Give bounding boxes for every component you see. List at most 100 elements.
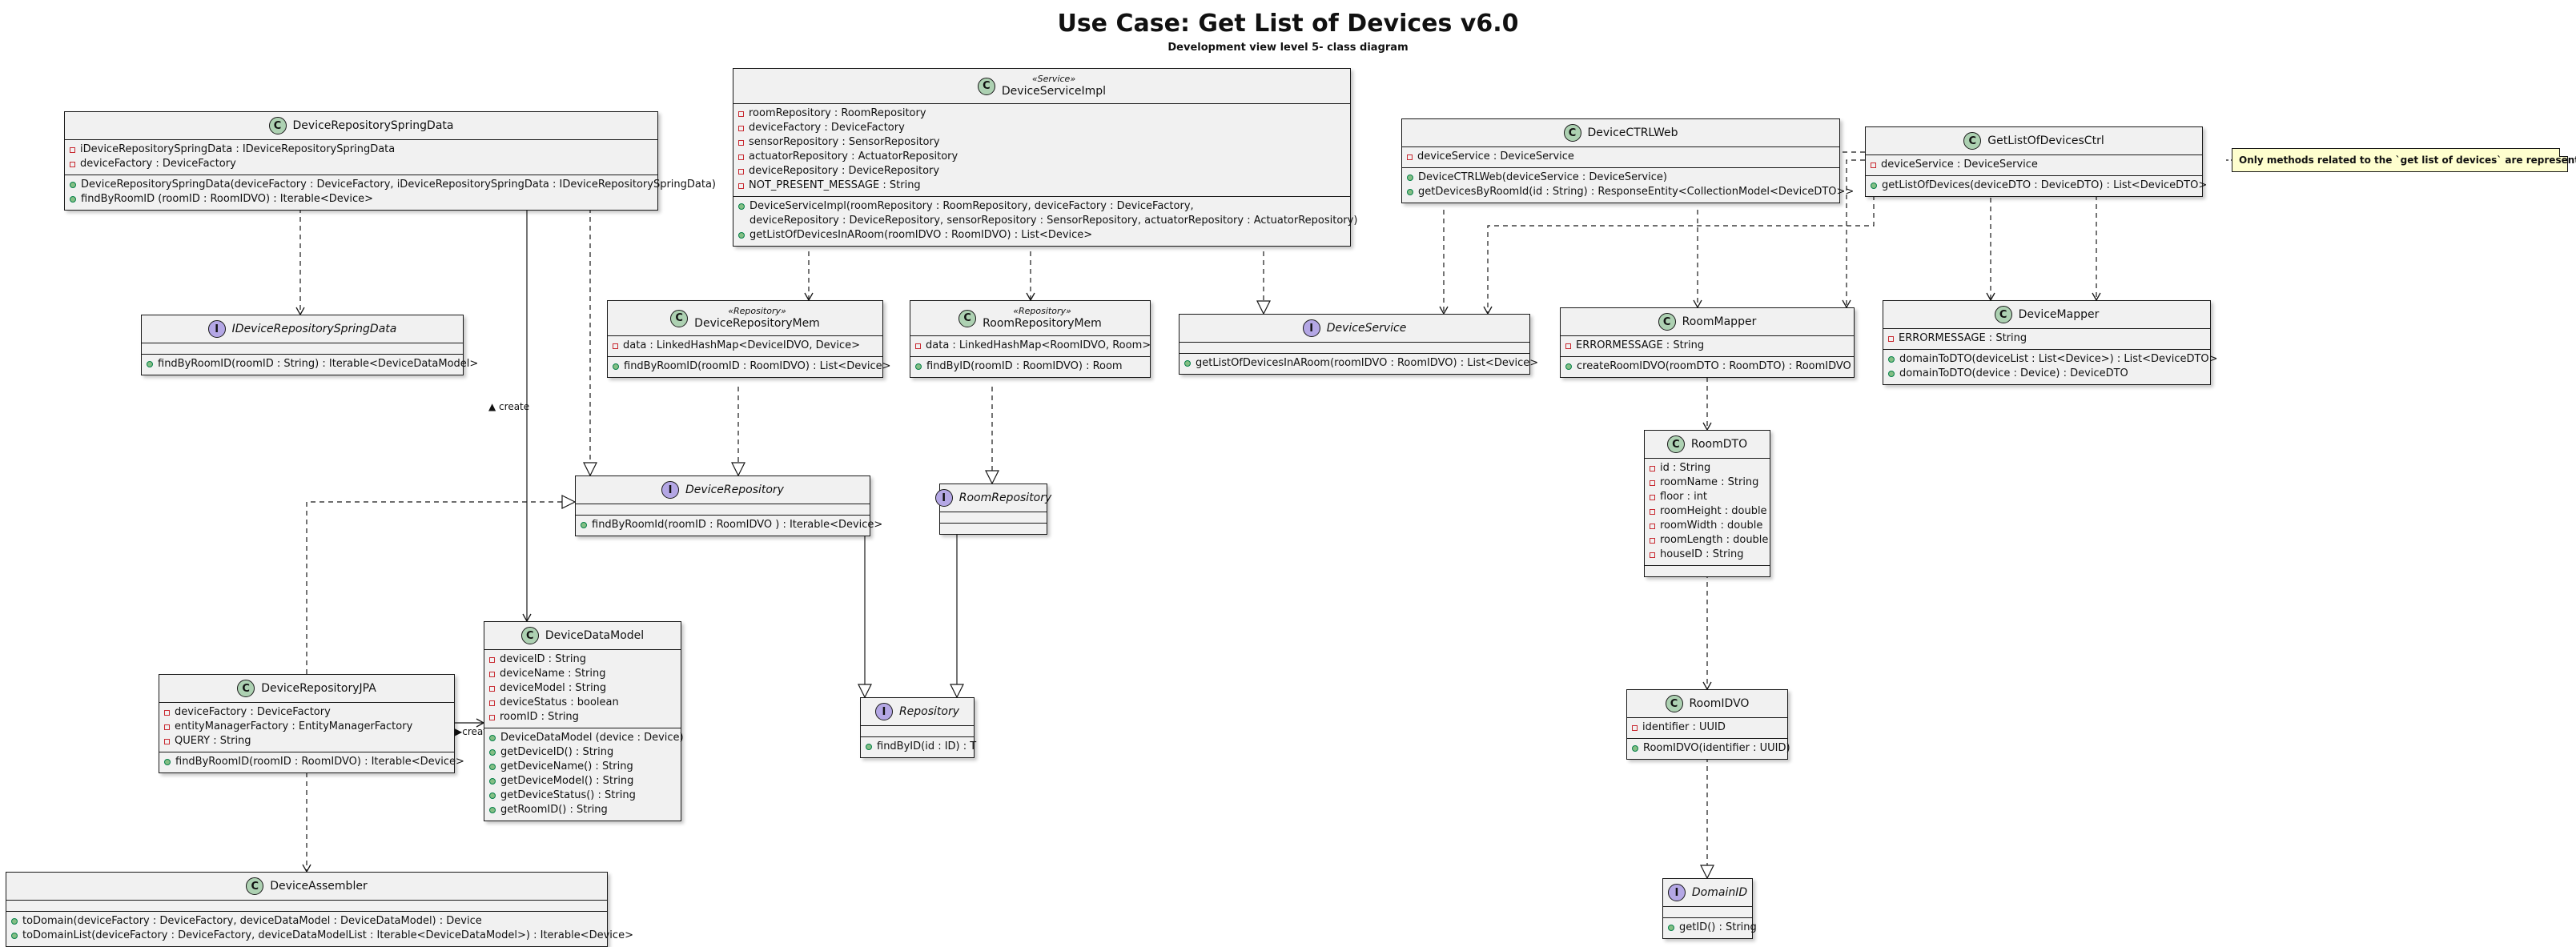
- public-visibility-icon: [915, 363, 922, 370]
- field-row: roomName : String: [1650, 476, 1765, 490]
- class-header: C RoomMapper: [1561, 308, 1854, 335]
- class-name: DeviceAssembler: [270, 880, 368, 893]
- public-visibility-icon: [581, 522, 587, 528]
- private-visibility-icon: [164, 709, 170, 716]
- private-visibility-icon: [1650, 552, 1655, 558]
- private-visibility-icon: [489, 714, 495, 720]
- method-row: findByRoomID (roomID : RoomIDVO) : Itera…: [70, 192, 653, 207]
- private-visibility-icon: [489, 656, 495, 663]
- public-visibility-icon: [489, 778, 496, 784]
- private-visibility-icon: [70, 146, 75, 153]
- method-text: findByRoomID (roomID : RoomIDVO) : Itera…: [81, 193, 374, 205]
- field-row: roomLength : double: [1650, 533, 1768, 548]
- methods-section: getID() : String: [1663, 917, 1757, 938]
- private-visibility-icon: [1650, 508, 1655, 515]
- field-row: floor : int: [1650, 490, 1765, 504]
- class-icon: C: [1994, 306, 2012, 323]
- class-icon: C: [1563, 124, 1581, 142]
- private-visibility-icon: [1650, 465, 1655, 471]
- methods-section: findByID(roomID : RoomIDVO) : Room: [910, 356, 1150, 377]
- methods-section: getListOfDevicesInARoom(roomIDVO : RoomI…: [1179, 353, 1538, 374]
- edge-ctrlweb-to-devicemapper: [1834, 151, 1995, 302]
- method-row: DeviceCTRLWeb(deviceService : DeviceServ…: [1407, 171, 1835, 185]
- public-visibility-icon: [11, 918, 18, 925]
- class-icon: C: [237, 680, 255, 697]
- method-text: DeviceRepositorySpringData(deviceFactory…: [81, 179, 717, 191]
- class-icon: C: [977, 77, 995, 95]
- method-row: findByRoomID(roomID : String) : Iterable…: [147, 357, 478, 371]
- public-visibility-icon: [1565, 363, 1572, 370]
- field-row: deviceService : DeviceService: [1407, 150, 1835, 164]
- method-text: getDeviceStatus() : String: [500, 789, 636, 801]
- private-visibility-icon: [1650, 523, 1655, 529]
- methods-section: [1645, 565, 1770, 576]
- public-visibility-icon: [1407, 189, 1413, 195]
- class-icon: C: [670, 309, 689, 327]
- method-row: DeviceDataModel (device : Device): [489, 731, 684, 745]
- methods-section: toDomain(deviceFactory : DeviceFactory, …: [6, 911, 633, 946]
- field-row: deviceID : String: [489, 652, 676, 667]
- fields-section: [1663, 906, 1752, 917]
- class-name: DeviceService: [1326, 322, 1407, 335]
- private-visibility-icon: [738, 183, 744, 189]
- private-visibility-icon: [164, 738, 170, 744]
- fields-section: identifier : UUID: [1627, 717, 1787, 738]
- class-stereotype: «Repository»: [1013, 306, 1071, 316]
- method-text: toDomainList(deviceFactory : DeviceFacto…: [22, 929, 633, 941]
- field-text: deviceService : DeviceService: [1417, 150, 1574, 163]
- field-row: roomID : String: [489, 710, 676, 724]
- class-icon: C: [1658, 313, 1676, 331]
- field-text: deviceStatus : boolean: [500, 696, 619, 708]
- class-name: RoomMapper: [1682, 315, 1757, 328]
- field-text: id : String: [1660, 462, 1711, 474]
- private-visibility-icon: [738, 110, 744, 117]
- fields-section: [940, 512, 1047, 523]
- field-text: roomWidth : double: [1660, 520, 1763, 532]
- private-visibility-icon: [489, 685, 495, 692]
- method-row: toDomainList(deviceFactory : DeviceFacto…: [11, 929, 633, 943]
- class-name: GetListOfDevicesCtrl: [1987, 134, 2104, 147]
- private-visibility-icon: [613, 343, 618, 349]
- field-row: deviceService : DeviceService: [1871, 158, 2197, 172]
- field-row: identifier : UUID: [1632, 720, 1782, 735]
- method-text: getDeviceID() : String: [500, 746, 614, 758]
- fields-section: data : LinkedHashMap<RoomIDVO, Room>: [910, 335, 1151, 356]
- private-visibility-icon: [738, 125, 744, 131]
- diagram-note: Only methods related to the `get list of…: [2232, 148, 2576, 172]
- class-name: DeviceRepository: [685, 484, 784, 496]
- public-visibility-icon: [738, 232, 745, 239]
- method-text: findByRoomID(roomID : String) : Iterable…: [158, 358, 479, 370]
- method-text: domainToDTO(deviceList : List<Device>) :…: [1899, 353, 2218, 365]
- methods-section: [940, 523, 1047, 534]
- method-text: getDeviceModel() : String: [500, 775, 634, 787]
- field-text: roomRepository : RoomRepository: [749, 107, 926, 119]
- public-visibility-icon: [1888, 371, 1895, 377]
- method-row: deviceRepository : DeviceRepository, sen…: [738, 214, 1357, 228]
- method-row: getListOfDevices(deviceDTO : DeviceDTO) …: [1871, 179, 2207, 193]
- methods-section: DeviceServiceImpl(roomRepository : RoomR…: [733, 196, 1357, 246]
- field-text: houseID : String: [1660, 548, 1744, 560]
- field-text: deviceID : String: [500, 653, 586, 665]
- method-text: getRoomID() : String: [500, 804, 608, 816]
- field-text: data : LinkedHashMap<DeviceIDVO, Device>: [623, 339, 861, 351]
- field-text: roomHeight : double: [1660, 505, 1767, 517]
- field-row: deviceFactory : DeviceFactory: [164, 705, 449, 720]
- method-row: getID() : String: [1668, 921, 1757, 935]
- class-name: DomainID: [1691, 886, 1748, 899]
